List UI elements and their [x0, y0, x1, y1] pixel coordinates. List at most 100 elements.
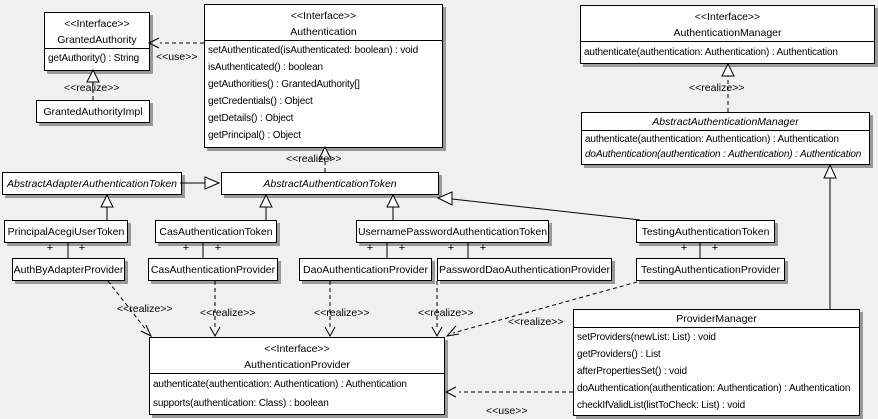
- class-header: <<Interface>> AuthenticationProvider: [150, 338, 444, 373]
- generalization-testingtoken-abstracttoken: [436, 191, 641, 221]
- compartment-divider: [574, 327, 859, 328]
- class-granted-authority: <<Interface>> GrantedAuthority getAuthor…: [44, 12, 150, 71]
- realize-passworddaoprovider-authenticationprovider: <<realize>>: [418, 281, 473, 338]
- association-testingtoken-testingprovider: + +: [681, 242, 718, 258]
- realize-abstractauthenticationmanager-authenticationmanager: <<realize>>: [689, 62, 744, 112]
- class-authentication-manager: <<Interface>> AuthenticationManager auth…: [580, 5, 875, 64]
- class-name: CasAuthenticationToken: [159, 225, 273, 238]
- method: afterPropertiesSet() : void: [577, 366, 687, 377]
- plus-label: +: [480, 242, 486, 254]
- class-principal-acegi-user-token: PrincipalAcegiUserToken: [4, 220, 128, 243]
- method: getDetails() : Object: [208, 113, 294, 124]
- realize-label: <<realize>>: [508, 316, 563, 328]
- plus-label: +: [448, 242, 454, 254]
- compartment-divider: [150, 373, 444, 374]
- method: getAuthorities() : GrantedAuthority[]: [208, 79, 360, 90]
- class-name: GrantedAuthority: [57, 34, 137, 46]
- class-name: ProviderManager: [676, 313, 757, 325]
- class-authentication-provider: <<Interface>> AuthenticationProvider aut…: [149, 337, 445, 415]
- method: authenticate(authentication: Authenticat…: [584, 47, 838, 58]
- generalization-providermanager-abstractauthenticationmanager: [823, 163, 837, 309]
- class-testing-authentication-token: TestingAuthenticationToken: [636, 220, 775, 243]
- class-dao-authentication-provider: DaoAuthenticationProvider: [299, 258, 432, 281]
- class-name: AuthenticationManager: [673, 27, 782, 39]
- realize-label: <<realize>>: [689, 82, 744, 94]
- plus-label: +: [399, 242, 405, 254]
- plus-label: +: [79, 242, 85, 254]
- class-name: AuthenticationProvider: [244, 359, 350, 371]
- stereotype-label: <<Interface>>: [694, 11, 761, 23]
- realize-authbyadapterprovider-authenticationprovider: <<realize>>: [107, 280, 172, 338]
- class-name: AuthByAdapterProvider: [13, 263, 124, 276]
- use-label: <<use>>: [156, 51, 197, 63]
- realize-label: <<realize>>: [286, 153, 341, 165]
- class-abstract-authentication-token: AbstractAuthenticationToken: [221, 172, 439, 195]
- class-testing-authentication-provider: TestingAuthenticationProvider: [636, 258, 785, 281]
- plus-label: +: [183, 242, 189, 254]
- stereotype-label: <<Interface>>: [264, 343, 330, 355]
- compartment-divider: [581, 41, 874, 42]
- class-name: AbstractAuthenticationToken: [263, 177, 397, 190]
- method: isAuthenticated() : boolean: [208, 62, 323, 73]
- association-castoken-casprovider: + +: [183, 242, 221, 258]
- class-name: GrantedAuthorityImpl: [43, 105, 143, 118]
- association-usernamepasswordtoken-passworddaoprovider: + +: [448, 242, 486, 258]
- plus-label: +: [367, 242, 373, 254]
- class-name: AbstractAdapterAuthenticationToken: [6, 177, 178, 190]
- class-header: <<Interface>> GrantedAuthority: [45, 13, 149, 48]
- class-abstract-authentication-manager: AbstractAuthenticationManager authentica…: [581, 112, 870, 165]
- use-label: <<use>>: [486, 405, 527, 417]
- stereotype-label: <<Interface>>: [64, 18, 130, 30]
- class-name: TestingAuthenticationToken: [641, 225, 770, 238]
- class-header: ProviderManager: [574, 310, 859, 327]
- realize-abstractauthenticationtoken-authentication: <<realize>>: [286, 145, 341, 172]
- plus-label: +: [681, 242, 687, 254]
- class-name: TestingAuthenticationProvider: [641, 263, 780, 276]
- class-name: PasswordDaoAuthenticationProvider: [438, 263, 610, 276]
- method: supports(authentication: Class) : boolea…: [153, 398, 329, 409]
- plus-label: +: [215, 242, 221, 254]
- class-name: CasAuthenticationProvider: [150, 263, 276, 276]
- generalization-castoken-abstracttoken: [259, 193, 273, 220]
- use-dependency-authentication-grantedauthority: <<use>>: [147, 37, 204, 63]
- association-principaltoken-authbyadapterprovider: + +: [47, 242, 85, 258]
- realize-label: <<realize>>: [117, 303, 172, 315]
- class-name: Authentication: [290, 26, 357, 38]
- realize-daoprovider-authenticationprovider: <<realize>>: [314, 281, 369, 338]
- method: authenticate(authentication: Authenticat…: [585, 134, 839, 145]
- class-cas-authentication-token: CasAuthenticationToken: [155, 220, 277, 243]
- class-password-dao-authentication-provider: PasswordDaoAuthenticationProvider: [437, 258, 612, 281]
- realize-label: <<realize>>: [314, 307, 369, 319]
- class-abstract-adapter-authentication-token: AbstractAdapterAuthenticationToken: [2, 172, 182, 195]
- class-name: PrincipalAcegiUserToken: [7, 225, 125, 238]
- class-header: <<Interface>> AuthenticationManager: [581, 6, 874, 41]
- realize-casprovider-authenticationprovider: <<realize>>: [200, 281, 255, 338]
- compartment-divider: [45, 48, 149, 49]
- use-dependency-providermanager-authenticationprovider: <<use>>: [444, 386, 573, 417]
- class-name: UsernamePasswordAuthenticationToken: [357, 225, 548, 238]
- plus-label: +: [712, 242, 718, 254]
- class-header: <<Interface>> Authentication: [205, 5, 442, 40]
- class-name: DaoAuthenticationProvider: [303, 263, 428, 276]
- method: getProviders() : List: [577, 349, 661, 360]
- realize-label: <<realize>>: [200, 307, 255, 319]
- class-name: AbstractAuthenticationManager: [652, 116, 799, 128]
- class-cas-authentication-provider: CasAuthenticationProvider: [148, 258, 278, 281]
- realize-label: <<realize>>: [418, 307, 473, 319]
- stereotype-label: <<Interface>>: [290, 10, 357, 22]
- generalization-abstractadapter-abstracttoken: [180, 176, 221, 190]
- class-auth-by-adapter-provider: AuthByAdapterProvider: [12, 258, 125, 281]
- method: doAuthentication(authentication : Authen…: [585, 149, 862, 160]
- realize-label: <<realize>>: [64, 82, 119, 94]
- method: setAuthenticated(isAuthenticated: boolea…: [208, 45, 419, 56]
- method: getCredentials() : Object: [208, 96, 313, 107]
- class-username-password-authentication-token: UsernamePasswordAuthenticationToken: [356, 220, 549, 243]
- generalization-usernamepasswordtoken-abstracttoken: [386, 193, 400, 220]
- method: checkIfValidList(listToCheck: List) : vo…: [577, 400, 746, 411]
- method: authenticate(authentication: Authenticat…: [153, 379, 407, 390]
- class-provider-manager: ProviderManager setProviders(newList: Li…: [573, 309, 860, 416]
- compartment-divider: [582, 130, 869, 131]
- method: doAuthentication(authentication: Authent…: [577, 383, 851, 394]
- method: getAuthority() : String: [48, 53, 140, 64]
